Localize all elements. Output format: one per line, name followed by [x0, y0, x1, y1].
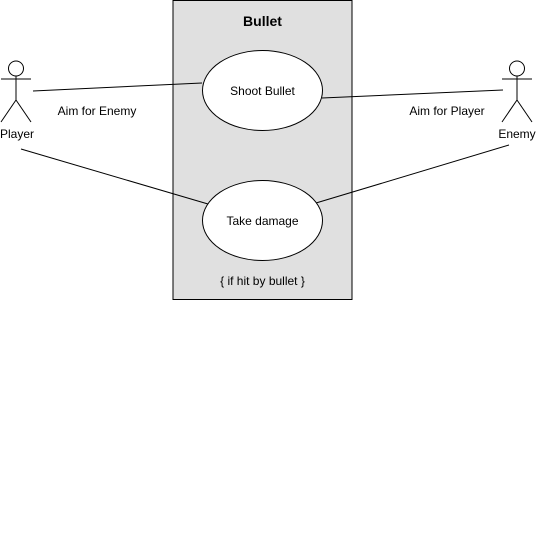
actor-enemy: Enemy	[498, 60, 536, 141]
use-case-take-damage-ellipse	[202, 180, 323, 261]
actor-enemy-leg-left	[501, 99, 518, 123]
actor-player-head	[8, 60, 24, 77]
system-title: Bullet	[243, 13, 282, 29]
association-player-shoot	[32, 82, 203, 92]
association-label-aim-enemy: Aim for Enemy	[58, 104, 137, 118]
actor-player-label: Player	[0, 127, 34, 141]
association-player-damage	[20, 148, 209, 205]
actor-player-leg-right	[15, 99, 32, 123]
association-enemy-damage	[315, 144, 510, 204]
actor-player-leg-left	[0, 99, 17, 123]
association-label-aim-player: Aim for Player	[409, 104, 484, 118]
system-note: { if hit by bullet }	[220, 274, 305, 288]
actor-enemy-leg-right	[516, 99, 533, 123]
use-case-shoot-bullet-ellipse	[202, 50, 323, 131]
use-case-take-damage-label: Take damage	[226, 214, 298, 228]
use-case-shoot-bullet: Shoot Bullet	[202, 50, 323, 131]
use-case-take-damage: Take damage	[202, 180, 323, 261]
actor-player: Player	[0, 60, 34, 141]
actor-enemy-label: Enemy	[498, 127, 535, 141]
actor-enemy-head	[509, 60, 525, 77]
association-enemy-shoot	[321, 89, 504, 99]
use-case-shoot-bullet-label: Shoot Bullet	[230, 84, 295, 98]
